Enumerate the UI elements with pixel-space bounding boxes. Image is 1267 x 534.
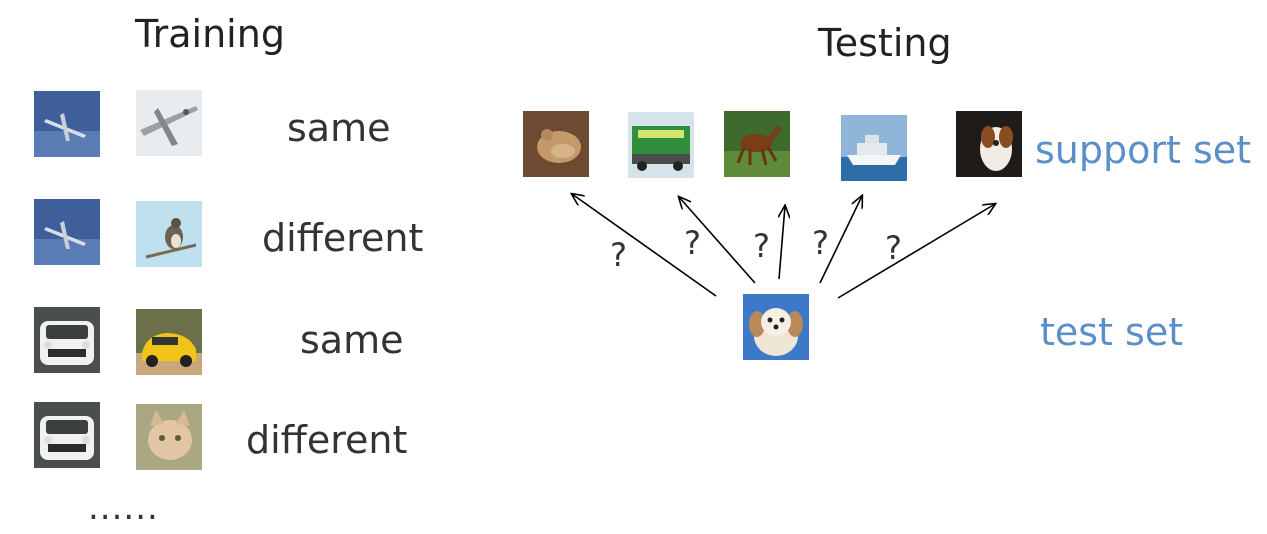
question-mark: ? (684, 224, 701, 262)
airplane-image (34, 91, 100, 157)
support-set-label: support set (1035, 128, 1252, 172)
training-row-label: same (300, 318, 404, 362)
truck-image (628, 112, 694, 178)
cat-image (136, 404, 202, 470)
testing-title: Testing (818, 21, 952, 65)
training-row-label: different (246, 418, 408, 462)
arrow-to-dog (837, 204, 995, 299)
horse-image (724, 111, 790, 177)
more-rows-ellipsis: ...... (88, 488, 159, 528)
question-mark: ? (885, 229, 902, 267)
question-mark: ? (812, 224, 829, 262)
arrow-to-ship (819, 196, 862, 284)
question-mark: ? (753, 227, 770, 265)
test-set-label: test set (1040, 310, 1184, 354)
dog-image (956, 111, 1022, 177)
ship-image (841, 115, 907, 181)
puppy-image (743, 294, 809, 360)
white-car-image (34, 402, 100, 468)
arrow-to-truck (679, 197, 756, 284)
arrow-to-frog (572, 194, 717, 297)
arrow-to-horse (779, 206, 785, 280)
yellow-car-image (136, 309, 202, 375)
bird-image (136, 201, 202, 267)
training-row-label: different (262, 216, 424, 260)
question-mark: ? (610, 236, 627, 274)
training-row-label: same (287, 106, 391, 150)
white-car-image (34, 307, 100, 373)
airplane-image (34, 199, 100, 265)
frog-image (523, 111, 589, 177)
training-title: Training (135, 12, 285, 56)
airliner-image (136, 90, 202, 156)
